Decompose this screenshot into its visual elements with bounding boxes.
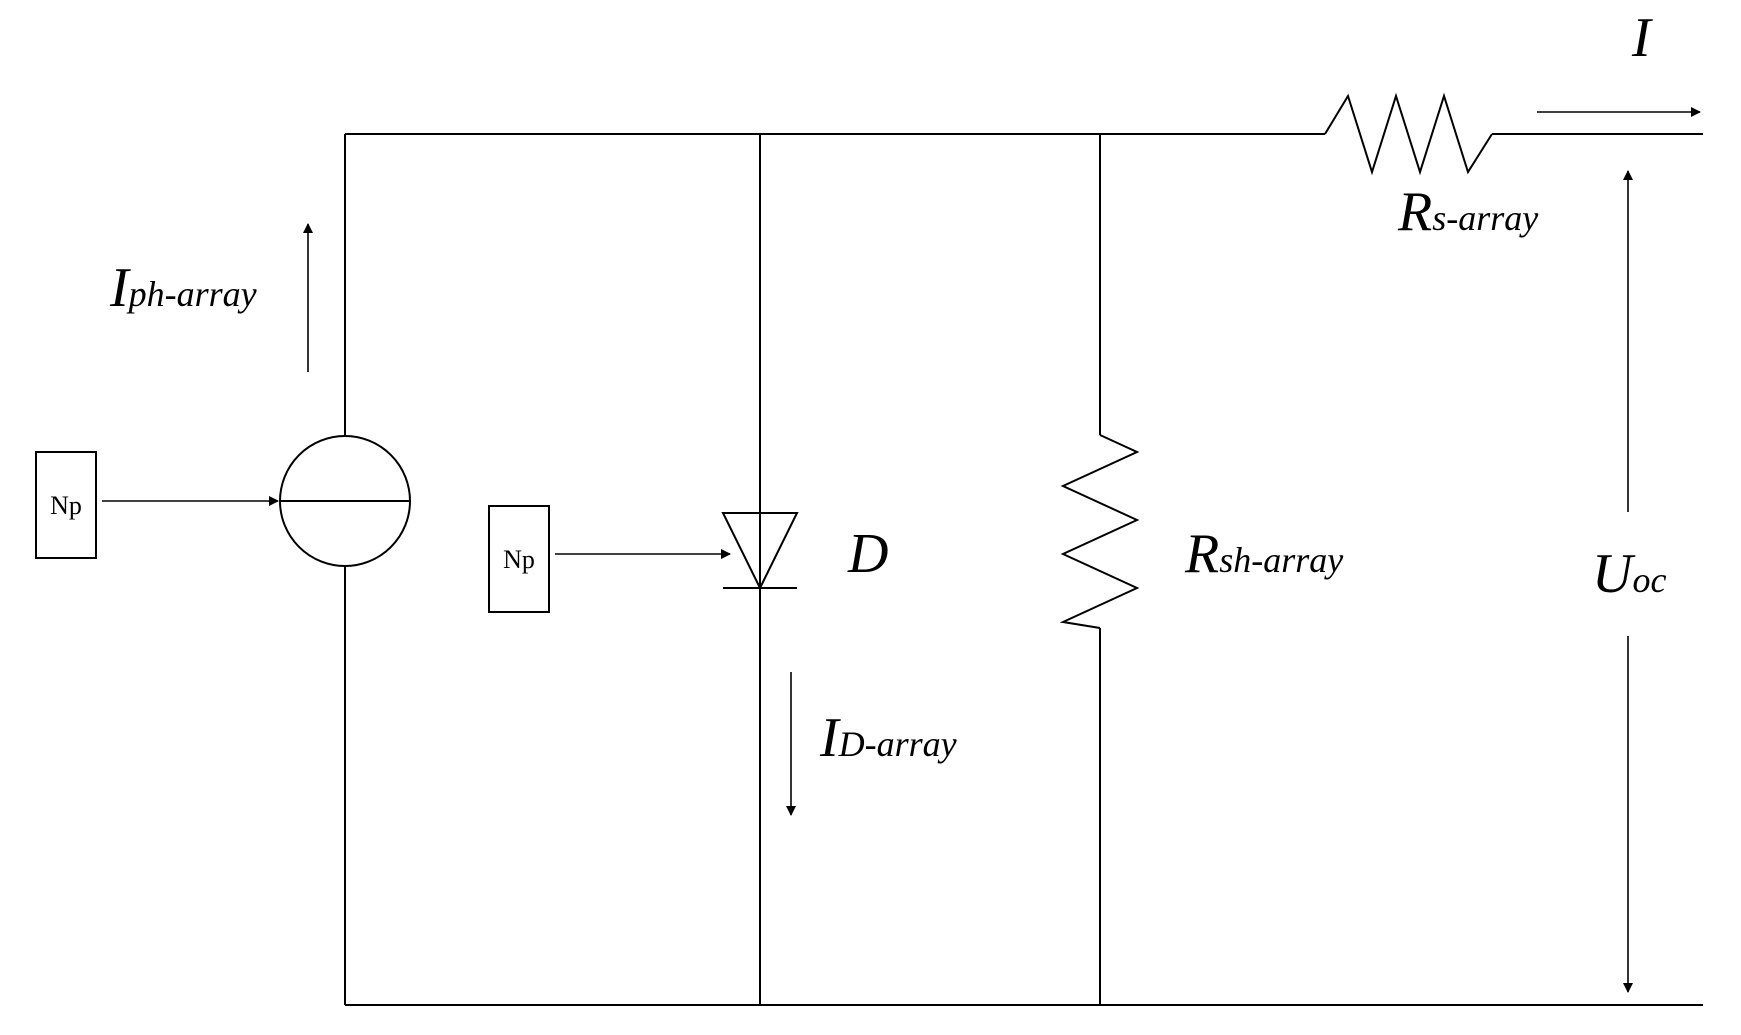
np-source-box: [35, 451, 97, 559]
uoc-label: Uoc: [1592, 543, 1666, 605]
rs-label-main: R: [1397, 181, 1432, 243]
rsh-label-sub: sh-array: [1219, 540, 1343, 580]
series-resistor: [1324, 92, 1493, 176]
rs-label-sub: s-array: [1432, 198, 1538, 238]
np-source-label: Np: [50, 491, 82, 520]
diode-label: D: [847, 523, 888, 585]
uoc-label-main: U: [1592, 543, 1636, 605]
output-current-label: I: [1631, 7, 1653, 69]
np-diode-label: Np: [503, 545, 535, 574]
rsh-label: Rsh-array: [1184, 523, 1343, 585]
iph-label-sub: ph-array: [126, 274, 257, 314]
iph-label-main: I: [109, 257, 131, 319]
uoc-label-sub: oc: [1632, 560, 1666, 600]
id-label-main: I: [819, 707, 841, 769]
rs-label: Rs-array: [1397, 181, 1538, 243]
np-diode-box: [488, 505, 550, 613]
diode-symbol: [721, 512, 799, 591]
id-label-sub: D-array: [838, 724, 957, 764]
iph-label: Iph-array: [109, 257, 257, 319]
id-label: ID-array: [819, 707, 957, 769]
shunt-resistor: [1059, 434, 1140, 629]
rsh-label-main: R: [1184, 523, 1219, 585]
